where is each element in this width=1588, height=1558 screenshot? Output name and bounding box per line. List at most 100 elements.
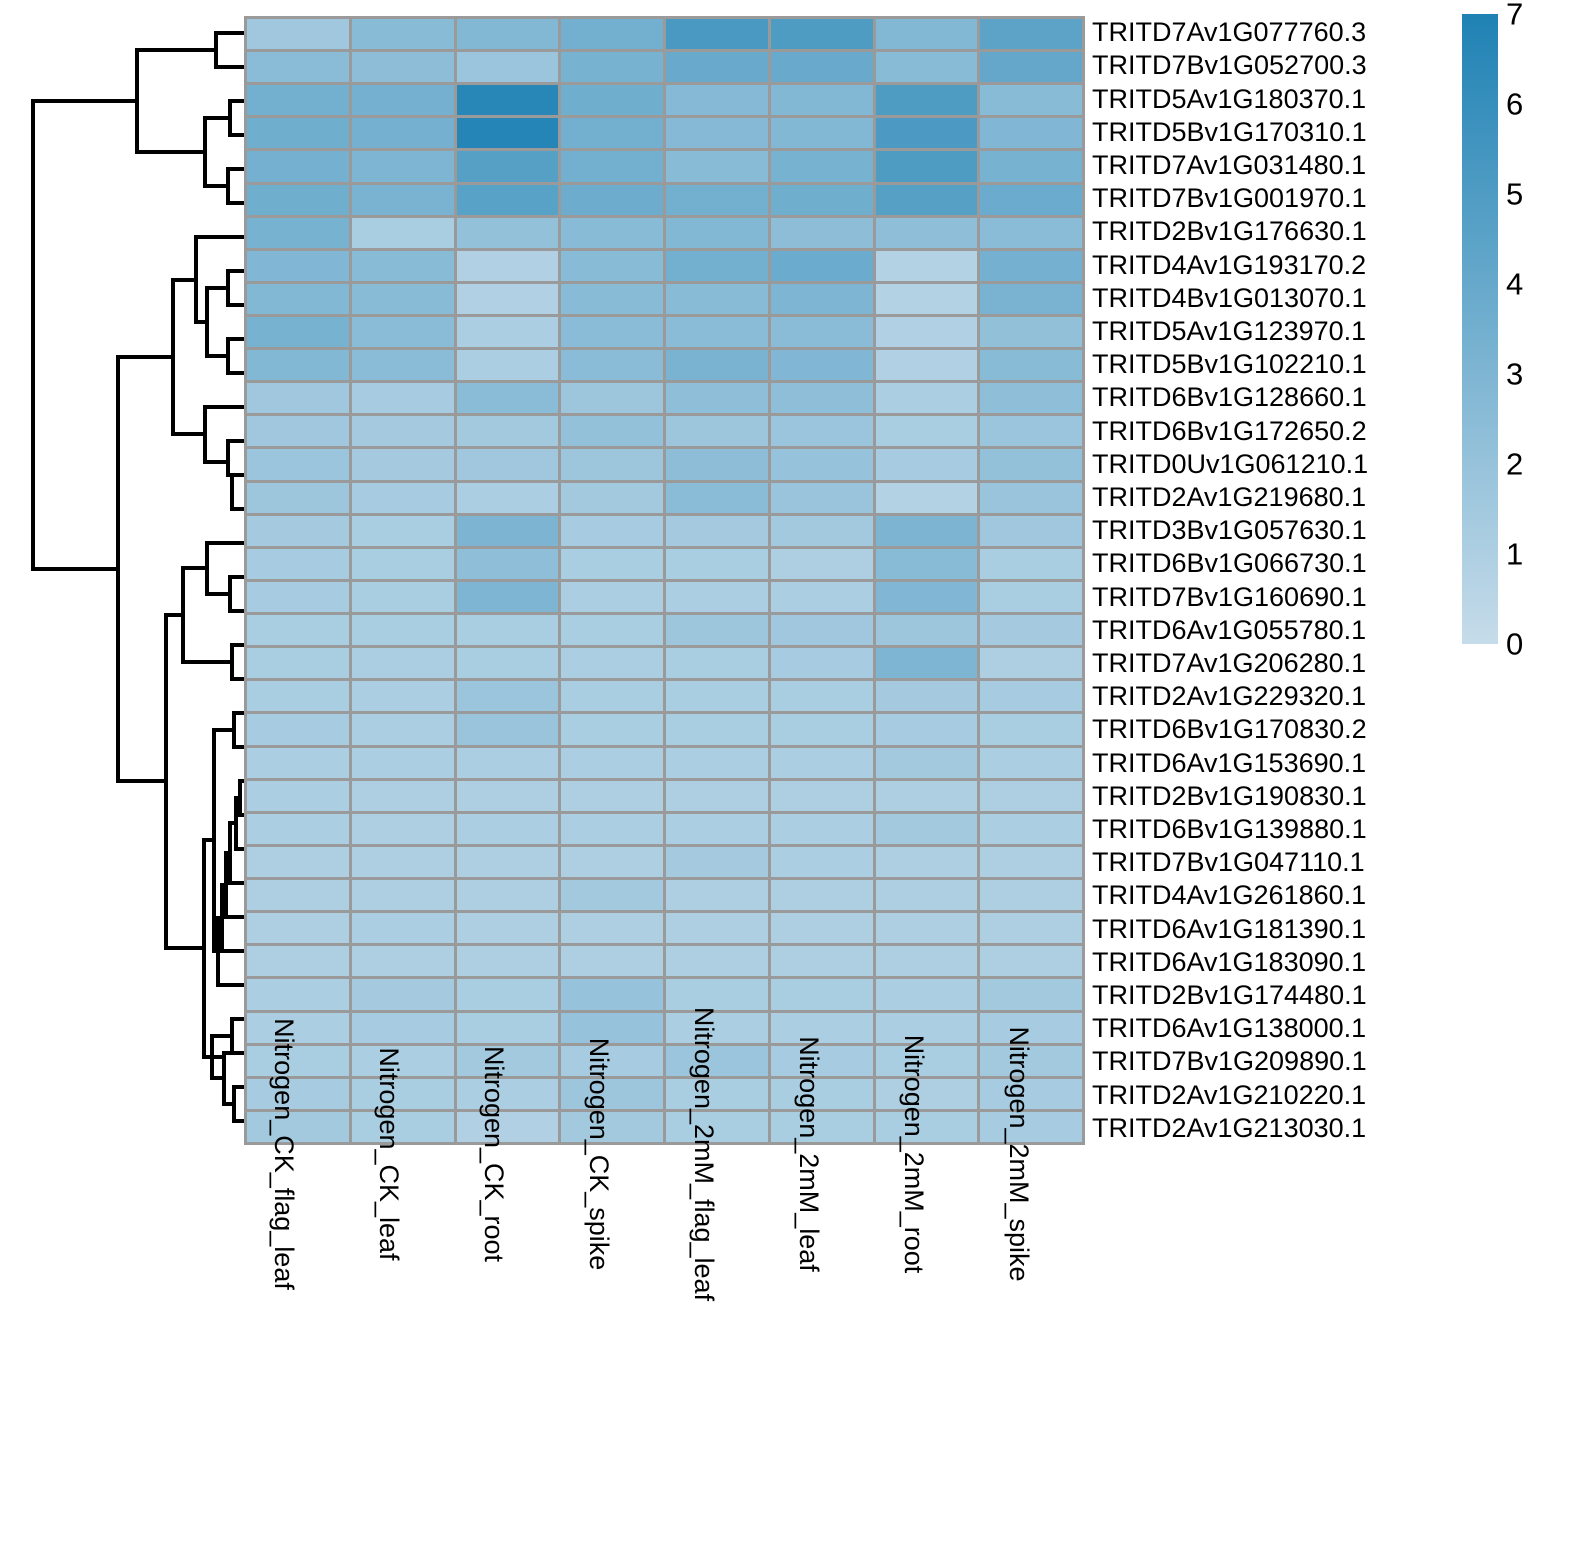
column-label-slot: Nitrogen_2mM_flag_leaf xyxy=(665,1007,770,1550)
heatmap-cell xyxy=(456,151,559,182)
heatmap-cell xyxy=(980,1111,1082,1142)
heatmap-cell xyxy=(456,979,559,1010)
heatmap-cell xyxy=(666,217,768,248)
heatmap-cell xyxy=(351,747,454,778)
column-label-slot: Nitrogen_CK_root xyxy=(454,1046,559,1550)
row-label: TRITD6Av1G183090.1 xyxy=(1092,946,1367,977)
heatmap-cell xyxy=(666,1012,768,1043)
heatmap-cell xyxy=(561,316,663,348)
heatmap-cell xyxy=(875,19,978,50)
heatmap-cell xyxy=(770,714,873,745)
heatmap-cell xyxy=(247,1012,349,1043)
row-label: TRITD6Av1G138000.1 xyxy=(1092,1013,1367,1044)
colorbar-gradient xyxy=(1462,14,1498,644)
row-label: TRITD7Av1G206280.1 xyxy=(1092,647,1367,678)
heatmap-cell xyxy=(666,283,768,314)
heatmap-cell xyxy=(666,946,768,977)
heatmap-cell xyxy=(770,482,873,513)
heatmap-cell xyxy=(247,979,349,1010)
heatmap-cell xyxy=(561,1045,663,1076)
column-label-slot: Nitrogen_2mM_spike xyxy=(980,1026,1085,1550)
heatmap-cell xyxy=(770,1111,873,1142)
heatmap-cell xyxy=(456,1045,559,1076)
column-label: Nitrogen_CK_root xyxy=(478,1045,509,1263)
heatmap-cell xyxy=(561,515,663,546)
heatmap-cell xyxy=(875,250,978,281)
heatmap-cell xyxy=(666,52,768,83)
heatmap-cell xyxy=(666,581,768,612)
heatmap-cell xyxy=(770,350,873,381)
row-label: TRITD3Bv1G057630.1 xyxy=(1092,515,1367,546)
heatmap-cell xyxy=(456,118,559,149)
heatmap-cell xyxy=(770,747,873,778)
heatmap-cell xyxy=(351,383,454,414)
heatmap-cell xyxy=(770,780,873,811)
heatmap-cell xyxy=(770,1078,873,1109)
row-label: TRITD6Av1G181390.1 xyxy=(1092,913,1367,944)
heatmap-cell xyxy=(456,714,559,745)
heatmap-cell xyxy=(561,615,663,646)
row-label: TRITD7Bv1G047110.1 xyxy=(1092,847,1365,878)
heatmap-cell xyxy=(980,52,1082,83)
heatmap-cell xyxy=(351,19,454,50)
heatmap-cell xyxy=(247,648,349,679)
row-label: TRITD2Av1G219680.1 xyxy=(1092,481,1367,512)
heatmap-cell xyxy=(980,946,1082,977)
heatmap-cell xyxy=(561,581,663,612)
row-label: TRITD5Av1G123970.1 xyxy=(1092,315,1367,346)
heatmap-cell xyxy=(351,780,454,811)
heatmap-cell xyxy=(351,217,454,248)
heatmap-cell xyxy=(351,85,454,116)
heatmap-cell xyxy=(561,648,663,679)
heatmap-cell xyxy=(666,316,768,348)
heatmap-cell xyxy=(875,184,978,215)
heatmap-cell xyxy=(351,581,454,612)
heatmap-cell xyxy=(247,482,349,513)
heatmap-cell xyxy=(247,946,349,977)
colorbar-tick-label: 7 xyxy=(1506,0,1524,32)
heatmap-cell xyxy=(247,714,349,745)
heatmap-cell xyxy=(666,250,768,281)
heatmap-cell xyxy=(561,846,663,877)
row-label: TRITD5Bv1G170310.1 xyxy=(1092,116,1367,147)
heatmap-cell xyxy=(770,449,873,480)
heatmap-cell xyxy=(666,118,768,149)
heatmap-cell xyxy=(351,946,454,977)
heatmap-cell xyxy=(351,350,454,381)
row-label: TRITD6Av1G055780.1 xyxy=(1092,614,1367,645)
heatmap-cell xyxy=(247,813,349,844)
heatmap-cell xyxy=(770,85,873,116)
heatmap-cell xyxy=(561,880,663,911)
row-label: TRITD4Bv1G013070.1 xyxy=(1092,282,1367,313)
column-label: Nitrogen_2mM_flag_leaf xyxy=(689,1006,720,1302)
heatmap-cell xyxy=(351,515,454,546)
row-label: TRITD7Bv1G052700.3 xyxy=(1092,50,1367,81)
heatmap-cell xyxy=(770,52,873,83)
heatmap-cell xyxy=(247,416,349,447)
heatmap-cell xyxy=(351,648,454,679)
column-label: Nitrogen_CK_leaf xyxy=(373,1047,404,1261)
heatmap-cell xyxy=(247,250,349,281)
row-label: TRITD2Av1G210220.1 xyxy=(1092,1079,1367,1110)
heatmap-cell xyxy=(456,217,559,248)
heatmap-cell xyxy=(561,19,663,50)
heatmap-cell xyxy=(456,581,559,612)
colorbar-tick-label: 6 xyxy=(1506,86,1524,122)
column-label: Nitrogen_CK_flag_leaf xyxy=(268,1018,299,1290)
heatmap-cell xyxy=(247,747,349,778)
heatmap-cell xyxy=(351,151,454,182)
heatmap-cell xyxy=(875,813,978,844)
heatmap-cell xyxy=(561,747,663,778)
heatmap-cell xyxy=(247,85,349,116)
heatmap-cell xyxy=(666,416,768,447)
heatmap-cell xyxy=(247,217,349,248)
heatmap-cell xyxy=(875,880,978,911)
heatmap-cell xyxy=(247,548,349,579)
colorbar-tick-label: 3 xyxy=(1506,356,1524,392)
heatmap-cell xyxy=(456,316,559,348)
heatmap-cell xyxy=(561,1012,663,1043)
heatmap-cell xyxy=(770,681,873,712)
row-label: TRITD7Bv1G209890.1 xyxy=(1092,1046,1367,1077)
heatmap-cell xyxy=(561,714,663,745)
